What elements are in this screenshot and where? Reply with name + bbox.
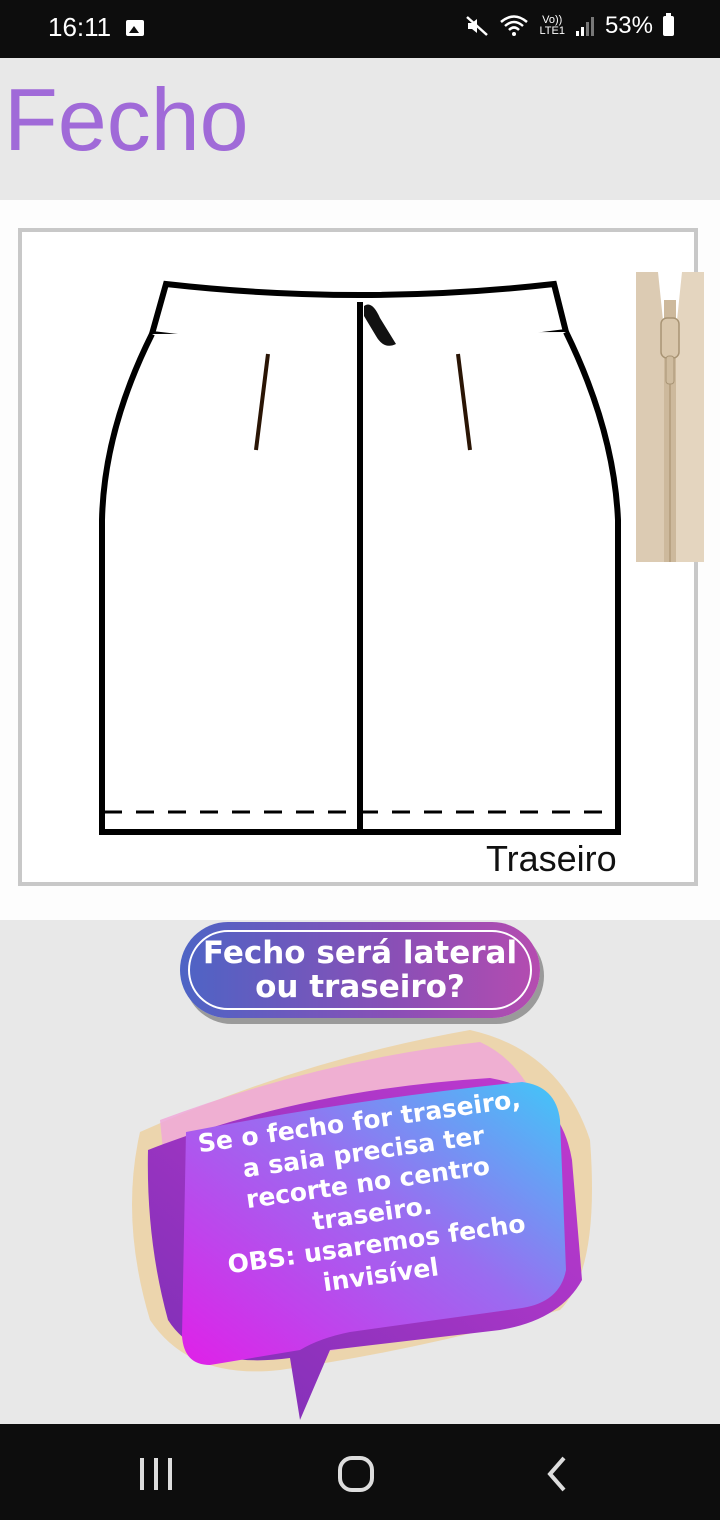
drawing-label: Traseiro: [486, 838, 617, 879]
status-icons: Vo)) LTE1 53%: [465, 12, 674, 40]
status-time: 16:11: [48, 12, 112, 42]
navigation-bar: [0, 1424, 720, 1520]
question-pill-border: [188, 930, 532, 1010]
zipper-pull-mark: [364, 304, 396, 346]
recents-icon[interactable]: [126, 1454, 186, 1494]
mute-icon: [466, 16, 489, 36]
title-area: Fecho: [0, 58, 720, 200]
question-pill: Fecho será lateral ou traseiro?: [180, 922, 540, 1018]
network-label: Vo)) LTE1: [539, 15, 564, 37]
invisible-zipper-image: [636, 272, 704, 562]
network-label-top: Vo)): [542, 14, 563, 26]
question-text: Fecho será lateral ou traseiro?: [203, 936, 517, 1004]
speech-bubble-graphic: [132, 1030, 592, 1420]
battery-text: 53%: [604, 12, 653, 39]
skirt-back-drawing: [99, 272, 704, 835]
back-icon[interactable]: [526, 1454, 586, 1494]
status-bar: 16:11 Vo)) LTE1 53%: [0, 0, 720, 58]
dart-left: [254, 353, 270, 451]
home-icon[interactable]: [326, 1454, 386, 1494]
signal-icon: [575, 17, 594, 36]
question-line-1: Fecho será lateral: [202, 935, 518, 971]
question-line-2: ou traseiro?: [255, 969, 465, 1005]
dart-right: [456, 353, 472, 451]
gallery-icon: [126, 20, 144, 36]
battery-icon: [663, 13, 674, 36]
page-title: Fecho: [4, 70, 249, 169]
wifi-icon: [500, 15, 529, 36]
network-label-bottom: LTE1: [539, 25, 565, 37]
